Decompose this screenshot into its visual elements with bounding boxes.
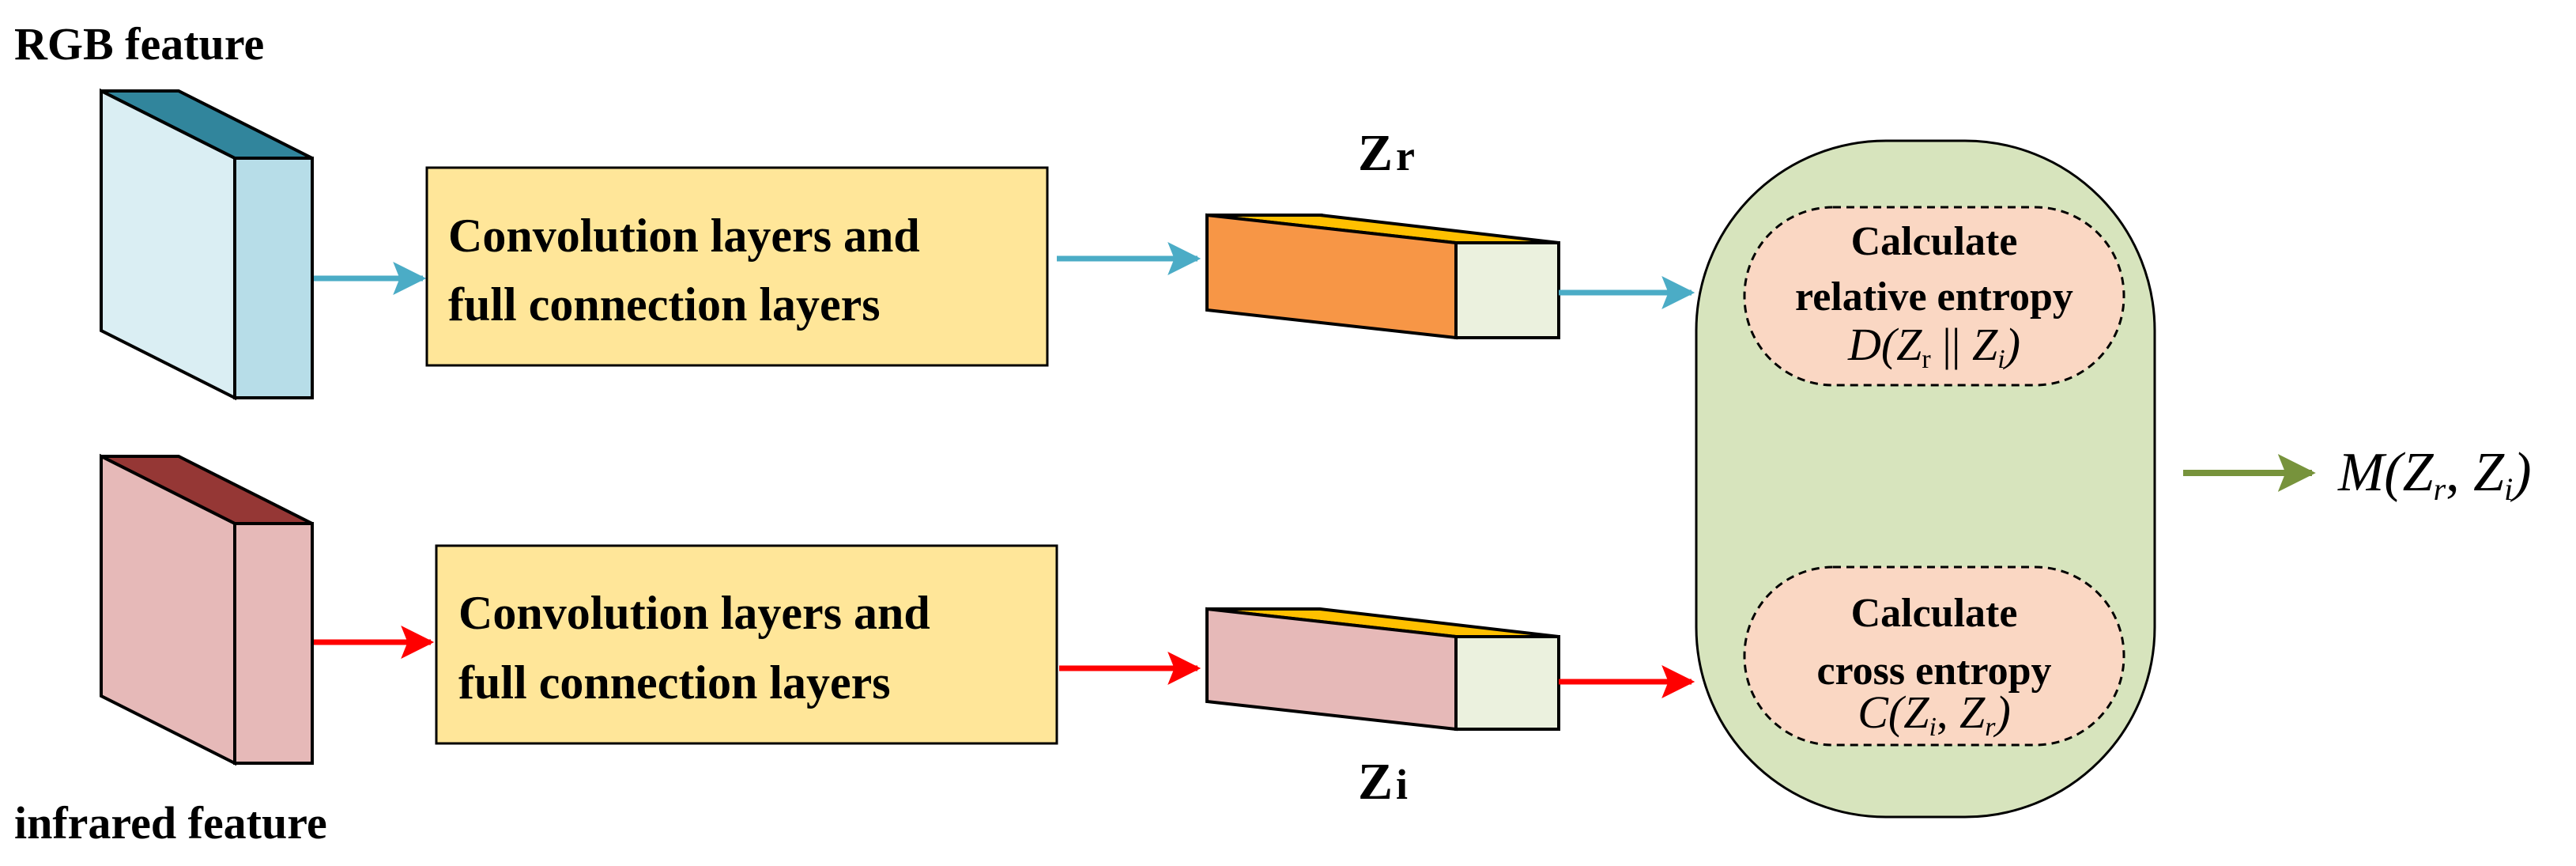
conv-box-bottom: Convolution layers and full connection l… [435,544,1058,745]
zr-label-sub: r [1396,132,1415,180]
zr-block-end [1454,241,1560,339]
cross-entropy-node: Calculate cross entropy C(Zi, Zr) [1743,565,2125,747]
zi-label-sub: i [1396,761,1408,808]
conv-box-top-line2: full connection layers [448,278,881,331]
output-formula: M(Zr, Zi) [2337,442,2532,507]
relative-entropy-formula: D(Zr || Zi) [1847,319,2020,374]
rgb-feature-block [100,88,314,401]
ir-block-side [233,522,314,765]
zi-block-end [1454,635,1560,731]
cross-entropy-formula: C(Zi, Zr) [1858,686,2011,742]
zr-vector-block [1205,213,1560,340]
zr-label-letter: Z [1358,124,1393,182]
relative-entropy-line2: relative entropy [1795,274,2073,320]
infrared-feature-label: infrared feature [14,797,327,849]
conv-box-bottom-line1: Convolution layers and [458,587,930,639]
cross-entropy-line1: Calculate [1851,591,2018,636]
relative-entropy-line1: Calculate [1851,219,2018,264]
conv-box-top: Convolution layers and full connection l… [425,166,1049,367]
conv-box-bottom-line2: full connection layers [458,656,891,709]
zi-label-letter: Z [1358,753,1393,811]
zi-vector-block [1205,607,1560,732]
rgb-block-side [233,157,314,399]
zr-label: Zr [1358,124,1415,182]
conv-box-top-line1: Convolution layers and [448,210,920,262]
relative-entropy-node: Calculate relative entropy D(Zr || Zi) [1743,206,2125,387]
rgb-feature-label: RGB feature [14,18,264,70]
infrared-feature-block [100,453,314,766]
zi-label: Zi [1358,753,1408,811]
cross-entropy-line2: cross entropy [1816,649,2051,694]
